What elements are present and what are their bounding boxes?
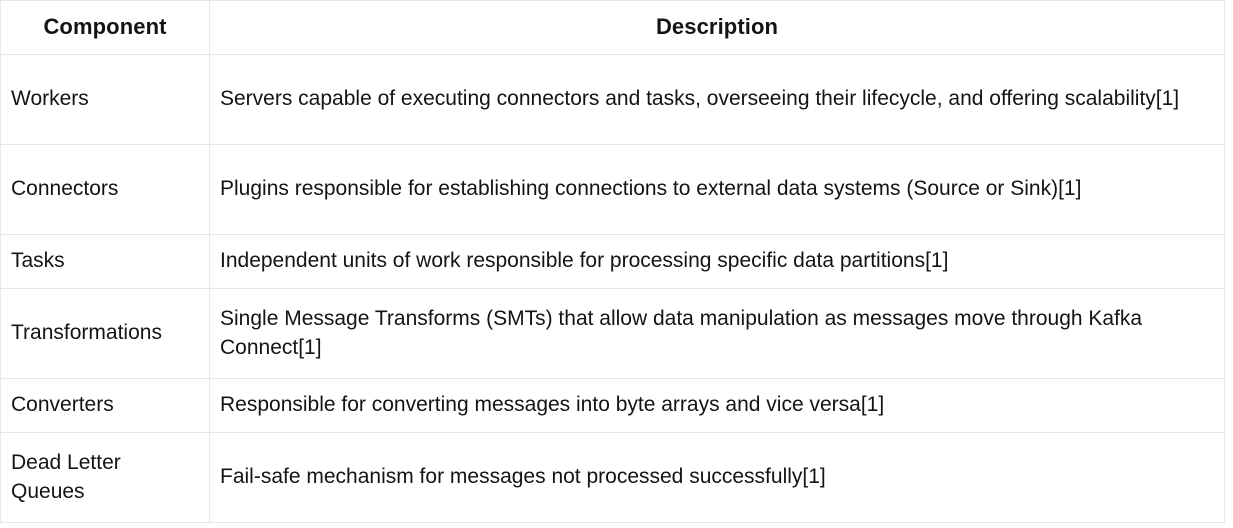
cell-component: Converters: [0, 378, 210, 434]
cell-description: Plugins responsible for establishing con…: [209, 144, 1225, 236]
table-header-row: Component Description: [0, 0, 1225, 56]
table-row: Workers Servers capable of executing con…: [0, 54, 1225, 146]
cell-component: Transformations: [0, 288, 210, 380]
table-header: Component Description: [0, 0, 1225, 56]
table-row: Transformations Single Message Transform…: [0, 288, 1225, 380]
table-row: Tasks Independent units of work responsi…: [0, 234, 1225, 290]
table-row: Dead Letter Queues Fail-safe mechanism f…: [0, 432, 1225, 524]
cell-description: Single Message Transforms (SMTs) that al…: [209, 288, 1225, 380]
cell-description: Servers capable of executing connectors …: [209, 54, 1225, 146]
table-row: Connectors Plugins responsible for estab…: [0, 144, 1225, 236]
column-header-description: Description: [209, 0, 1225, 56]
table-row: Converters Responsible for converting me…: [0, 378, 1225, 434]
cell-component: Tasks: [0, 234, 210, 290]
column-header-component: Component: [0, 0, 210, 56]
cell-description: Fail-safe mechanism for messages not pro…: [209, 432, 1225, 524]
cell-component: Workers: [0, 54, 210, 146]
cell-component: Connectors: [0, 144, 210, 236]
cell-component: Dead Letter Queues: [0, 432, 210, 524]
cell-description: Responsible for converting messages into…: [209, 378, 1225, 434]
table-body: Workers Servers capable of executing con…: [0, 54, 1225, 524]
cell-description: Independent units of work responsible fo…: [209, 234, 1225, 290]
